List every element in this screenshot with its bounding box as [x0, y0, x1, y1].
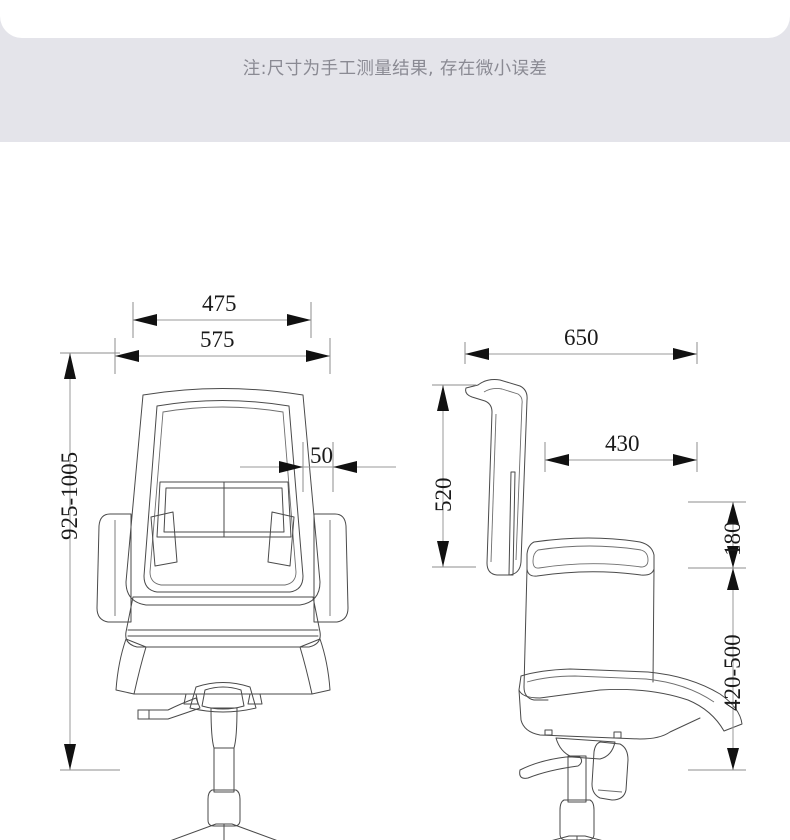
side-view-dimensions: [432, 342, 746, 771]
front-view-dimensions: [60, 302, 396, 771]
dim-label-seat-height-range: 420-500: [720, 634, 745, 711]
dim-label-seat-depth: 430: [605, 431, 640, 456]
note-banner: 注:尺寸为手工测量结果, 存在微小误差: [0, 0, 790, 142]
dim-label-overall-depth: 650: [564, 325, 599, 350]
measurement-note: 注:尺寸为手工测量结果, 存在微小误差: [242, 59, 548, 79]
technical-drawing-canvas: .ln { fill:none; stroke:#4a4a4a; stroke-…: [0, 142, 790, 840]
dim-label-backrest-width: 475: [202, 291, 237, 316]
side-view-drawing: [465, 379, 743, 840]
dim-label-armrest-offset: 50: [310, 443, 333, 468]
dim-label-seat-back-height: 180: [720, 521, 745, 557]
dim-label-overall-height: 925-1005: [57, 451, 82, 540]
front-view-drawing: [96, 388, 349, 840]
dim-label-backrest-height: 520: [431, 477, 456, 513]
dim-label-overall-width: 575: [200, 327, 235, 352]
banner-top-rounded-panel: [0, 0, 790, 38]
